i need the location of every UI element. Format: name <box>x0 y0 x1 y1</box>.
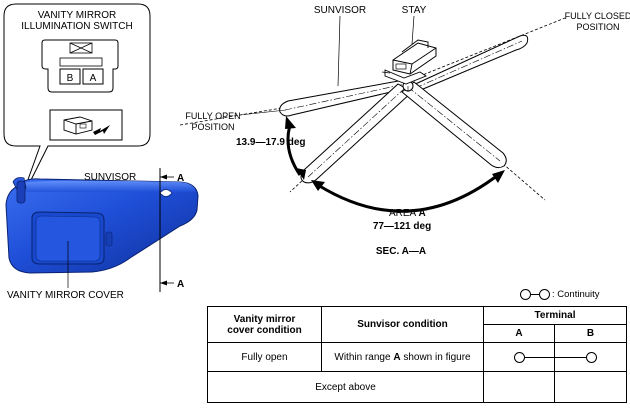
area-angle-label: 77—121 deg <box>373 221 431 232</box>
continuity-symbol-icon <box>520 289 550 300</box>
section-title: SEC. A—A <box>376 246 426 257</box>
table-row: Fully open Within range A shown in figur… <box>207 342 627 372</box>
fully-closed-label-line1: FULLY CLOSED <box>565 11 630 21</box>
switch-callout: VANITY MIRROR ILLUMINATION SWITCH B A <box>3 3 151 203</box>
continuity-legend: : Continuity <box>520 289 600 300</box>
visor-position-lower-right <box>401 81 507 169</box>
row1-condition-cell: Within range A shown in figure <box>321 342 484 372</box>
connector-view-inset <box>49 109 123 141</box>
callout-title-line2: ILLUMINATION SWITCH <box>21 21 132 32</box>
col-header-terminal-a: A <box>483 324 555 343</box>
visor-fully-open <box>279 79 409 117</box>
terminal-b-label: B <box>67 73 74 84</box>
fully-open-leader <box>239 109 287 116</box>
row2-condition-cell: Except above <box>207 371 484 403</box>
sunvisor-label-section: SUNVISOR <box>314 5 366 16</box>
mirror-cover-label: VANITY MIRROR COVER <box>7 290 124 301</box>
fully-closed-label-line2: POSITION <box>576 22 619 32</box>
col-header-terminal: Terminal <box>483 306 627 325</box>
stay-bracket <box>381 39 437 85</box>
callout-title-line1: VANITY MIRROR <box>38 10 117 21</box>
terminal-a-label: A <box>90 73 97 84</box>
switch-connector-face: B A <box>41 39 119 93</box>
col-header-terminal-b: B <box>554 324 627 343</box>
direction-arrow-icon <box>93 125 110 135</box>
row2-terminal-b-cell <box>554 371 627 403</box>
col-header-cover-condition: Vanity mirror cover condition <box>207 306 322 343</box>
area-label: AREA A <box>389 208 426 219</box>
row1-cover-cell: Fully open <box>207 342 322 372</box>
stay-label: STAY <box>402 5 427 16</box>
table-row: Except above <box>207 371 627 403</box>
open-angle-label: 13.9—17.9 deg <box>236 137 305 148</box>
row1-terminal-a-cell <box>483 342 555 372</box>
col-header-sunvisor-condition: Sunvisor condition <box>321 306 484 343</box>
fully-closed-ref-line <box>404 17 566 83</box>
row2-terminal-a-cell <box>483 371 555 403</box>
sunvisor-image <box>5 177 199 274</box>
fully-open-label-line1: FULLY OPEN <box>185 111 240 121</box>
sunvisor-leader <box>337 15 341 87</box>
sunvisor-label-left: SUNVISOR <box>84 172 136 183</box>
section-aa-view: SUNVISOR STAY FULLY CLOSED POSITION FULL… <box>179 5 630 257</box>
legend-text: : Continuity <box>552 289 600 300</box>
area-a-arc <box>311 170 505 213</box>
open-angle-arc <box>285 116 306 180</box>
stay-leader <box>411 15 415 45</box>
vanity-mirror-cover <box>31 211 113 265</box>
fully-open-label-line2: POSITION <box>191 122 234 132</box>
switch-inspection-table: Vanity mirror cover condition Sunvisor c… <box>207 306 627 403</box>
row1-terminal-b-cell <box>554 342 627 372</box>
section-mark-bottom: A <box>177 279 184 290</box>
section-line-aa: A A <box>159 168 184 292</box>
section-mark-top: A <box>177 173 184 184</box>
visor-fully-closed <box>397 34 529 98</box>
